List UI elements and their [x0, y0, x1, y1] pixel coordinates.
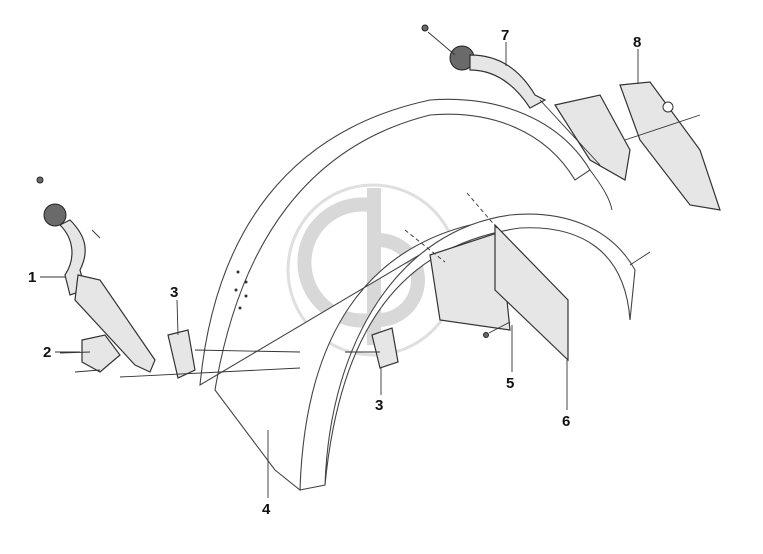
- callout-2: 2: [43, 344, 51, 361]
- bracket-3-left: [119, 329, 301, 379]
- callout-4: 4: [262, 501, 271, 518]
- callout-8: 8: [633, 34, 641, 51]
- callout-5: 5: [506, 375, 514, 392]
- fender-holes: [234, 270, 248, 310]
- callout-3a: 3: [170, 284, 178, 301]
- bolts: [483, 251, 651, 338]
- callout-7: 7: [501, 27, 509, 44]
- callout-1: 1: [28, 269, 36, 286]
- bracket-plate-6: [466, 192, 569, 362]
- callout-6: 6: [562, 413, 570, 430]
- mounting-plate-8: [609, 81, 721, 211]
- bracket-plate-5: [404, 229, 511, 331]
- clamp-2: [59, 334, 121, 373]
- fender-large: [199, 98, 636, 492]
- bracket-3-right: [345, 327, 399, 369]
- callout-labels: 1 2 3 3 4 5 6 7 8: [28, 27, 641, 518]
- mirror-arm-7: [421, 24, 631, 181]
- mirror-arm-1: [36, 176, 156, 373]
- leader-lines: [40, 42, 639, 498]
- callout-3b: 3: [375, 397, 383, 414]
